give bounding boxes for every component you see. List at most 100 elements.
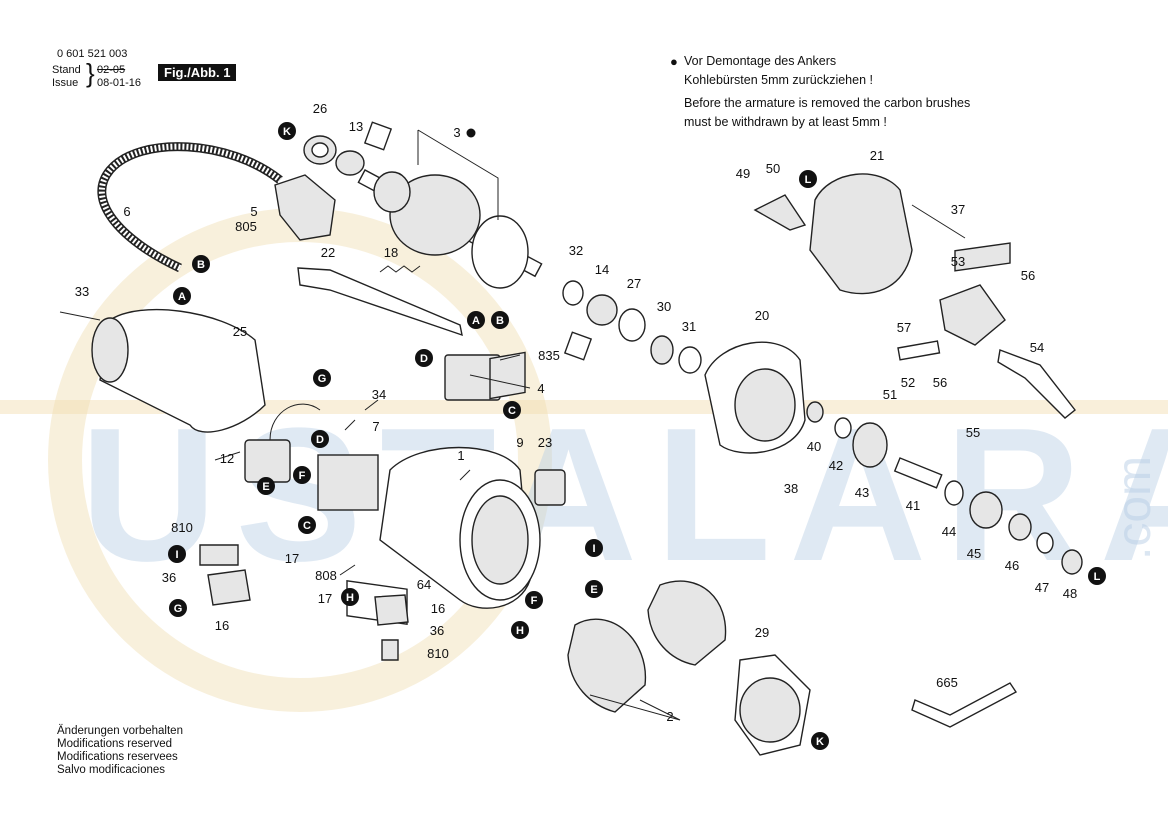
marker-l: L xyxy=(799,170,817,188)
callout-14: 14 xyxy=(595,262,609,277)
shaft-52 xyxy=(897,340,941,361)
brush-810-right xyxy=(381,639,399,661)
callout-29: 29 xyxy=(755,625,769,640)
rail-22 xyxy=(297,267,463,337)
callout-4: 4 xyxy=(537,381,544,396)
brush-holder-12 xyxy=(244,439,291,483)
label-9 xyxy=(489,351,526,400)
callout-27: 27 xyxy=(627,276,641,291)
callout-40: 40 xyxy=(807,439,821,454)
callout-43: 43 xyxy=(855,485,869,500)
callout-48: 48 xyxy=(1063,586,1077,601)
washer-47 xyxy=(1036,532,1054,554)
callout-57: 57 xyxy=(897,320,911,335)
hex-key-665 xyxy=(911,682,1018,728)
marker-d: D xyxy=(415,349,433,367)
marker-c: C xyxy=(298,516,316,534)
issue-label: Issue xyxy=(52,77,79,89)
marker-h: H xyxy=(511,621,529,639)
callout-13: 13 xyxy=(349,119,363,134)
marker-l: L xyxy=(1088,567,1106,585)
note-de-line2: Kohlebürsten 5mm zurückziehen ! xyxy=(684,73,873,87)
footer-disclaimer: Änderungen vorbehalten Modifications res… xyxy=(57,725,183,777)
washer-44 xyxy=(944,480,964,506)
callout-22: 22 xyxy=(321,245,335,260)
callout-34: 34 xyxy=(372,387,386,402)
callout-665: 665 xyxy=(936,675,958,690)
callout-25: 25 xyxy=(233,324,247,339)
svg-text:I: I xyxy=(175,549,178,561)
marker-k: K xyxy=(278,122,296,140)
marker-e: E xyxy=(585,580,603,598)
bracket-50 xyxy=(753,194,807,231)
commutator xyxy=(373,171,411,213)
stand-label: Stand xyxy=(52,64,81,76)
bearing-14 xyxy=(586,294,618,326)
svg-text:C: C xyxy=(508,405,516,417)
field-coil-lower xyxy=(567,618,647,713)
callout-20: 20 xyxy=(755,308,769,323)
bearing-45 xyxy=(969,491,1003,529)
callout-26: 26 xyxy=(313,101,327,116)
callout-56: 56 xyxy=(1021,268,1035,283)
svg-text:A: A xyxy=(178,291,186,303)
callout-38: 38 xyxy=(784,481,798,496)
part-label-13 xyxy=(363,121,393,151)
callout-21: 21 xyxy=(870,148,884,163)
gear-43 xyxy=(852,422,888,468)
marker-c: C xyxy=(503,401,521,419)
switch-button-23 xyxy=(534,469,566,506)
callout-23: 23 xyxy=(538,435,552,450)
callout-46: 46 xyxy=(1005,558,1019,573)
issue-value: 08-01-16 xyxy=(97,77,142,89)
ring-31 xyxy=(678,346,702,374)
callout-17: 17 xyxy=(285,551,299,566)
marker-e: E xyxy=(257,477,275,495)
marker-b: B xyxy=(491,311,509,329)
callout-835: 835 xyxy=(538,348,560,363)
marker-k: K xyxy=(811,732,829,750)
washer-42 xyxy=(834,417,852,439)
ring-27 xyxy=(618,308,646,342)
screw-33 xyxy=(59,311,101,321)
svg-text:E: E xyxy=(262,481,269,493)
armature-fan xyxy=(471,215,529,289)
part-53 xyxy=(939,284,1006,346)
lever-54 xyxy=(997,349,1076,419)
note-en-line2: must be withdrawn by at least 5mm ! xyxy=(684,115,887,129)
bullet-icon xyxy=(466,128,476,138)
plug xyxy=(274,174,336,241)
nut-48 xyxy=(1061,549,1083,575)
field-coil-upper xyxy=(647,580,727,666)
marker-g: G xyxy=(169,599,187,617)
callout-17: 17 xyxy=(318,591,332,606)
pinion-40 xyxy=(806,401,824,423)
housing-cover-25 xyxy=(99,308,266,433)
callout-55: 55 xyxy=(966,425,980,440)
callout-6: 6 xyxy=(123,204,130,219)
svg-text:K: K xyxy=(283,126,291,138)
marker-d: D xyxy=(311,430,329,448)
svg-text:L: L xyxy=(805,174,812,186)
callout-56: 56 xyxy=(933,375,947,390)
callout-64: 64 xyxy=(417,577,431,592)
callout-52: 52 xyxy=(901,375,915,390)
callout-2: 2 xyxy=(666,709,673,724)
marker-f: F xyxy=(293,466,311,484)
callout-51: 51 xyxy=(883,387,897,402)
callout-44: 44 xyxy=(942,524,956,539)
marker-a: A xyxy=(467,311,485,329)
callout-16: 16 xyxy=(431,601,445,616)
note-de-line1: Vor Demontage des Ankers xyxy=(684,54,837,68)
callout-42: 42 xyxy=(829,458,843,473)
brush-810-left xyxy=(199,544,239,566)
circlip-32 xyxy=(562,280,584,306)
footer-line3: Modifications reservees xyxy=(57,751,178,763)
screw-37 xyxy=(911,204,966,239)
svg-text:H: H xyxy=(516,625,524,637)
callout-810: 810 xyxy=(171,520,193,535)
stand-value: 02-05 xyxy=(97,64,126,76)
callout-3: 3 xyxy=(453,125,460,140)
